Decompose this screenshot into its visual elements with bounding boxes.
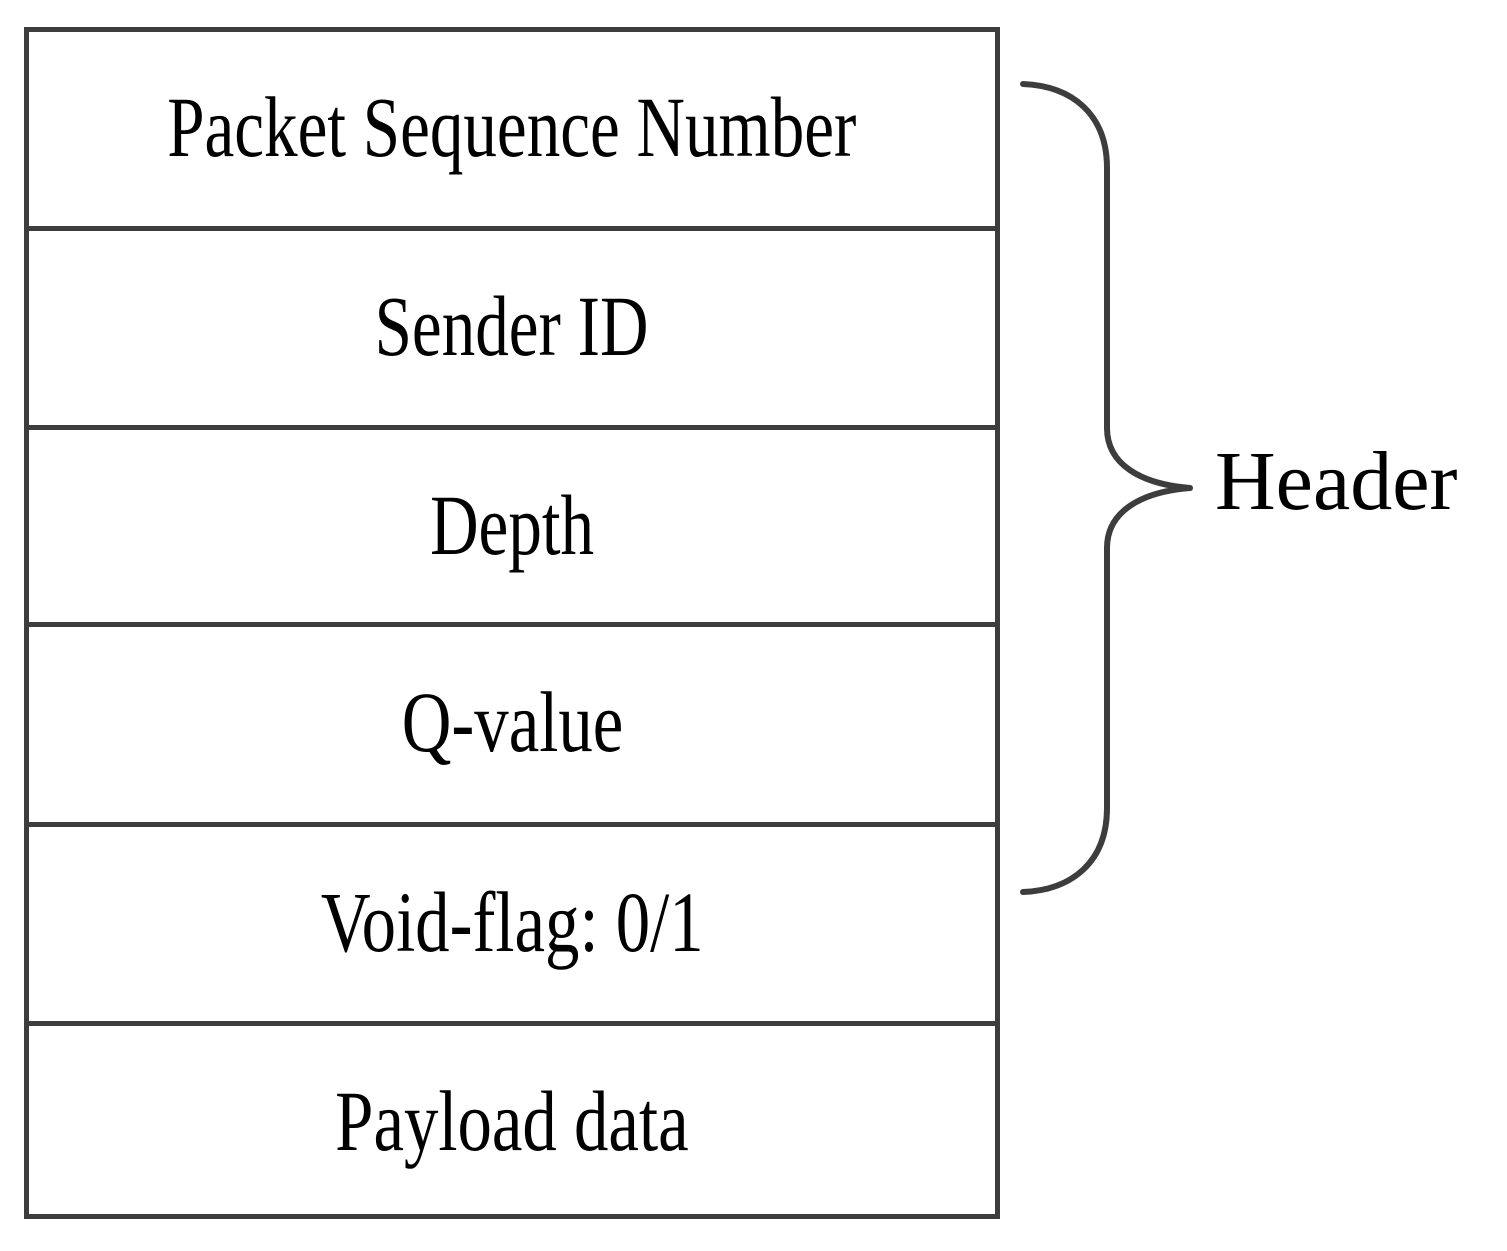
packet-field-row-4: Void-flag: 0/1 — [29, 822, 995, 1021]
packet-field-row-1: Sender ID — [29, 226, 995, 425]
header-brace — [1000, 60, 1200, 940]
packet-field-row-5: Payload data — [29, 1021, 995, 1214]
packet-field-label: Void-flag: 0/1 — [320, 874, 704, 970]
packet-field-row-2: Depth — [29, 425, 995, 622]
packet-format-table: Packet Sequence Number Sender ID Depth Q… — [24, 27, 1000, 1219]
packet-field-row-3: Q-value — [29, 622, 995, 822]
packet-field-label: Sender ID — [375, 278, 649, 374]
packet-field-label: Payload data — [335, 1073, 689, 1169]
curly-brace-icon — [1020, 81, 1193, 895]
packet-field-label: Depth — [430, 477, 594, 573]
packet-field-label: Packet Sequence Number — [167, 79, 857, 175]
header-brace-label: Header — [1215, 435, 1458, 528]
packet-field-label: Q-value — [401, 674, 623, 770]
packet-field-row-0: Packet Sequence Number — [29, 32, 995, 226]
